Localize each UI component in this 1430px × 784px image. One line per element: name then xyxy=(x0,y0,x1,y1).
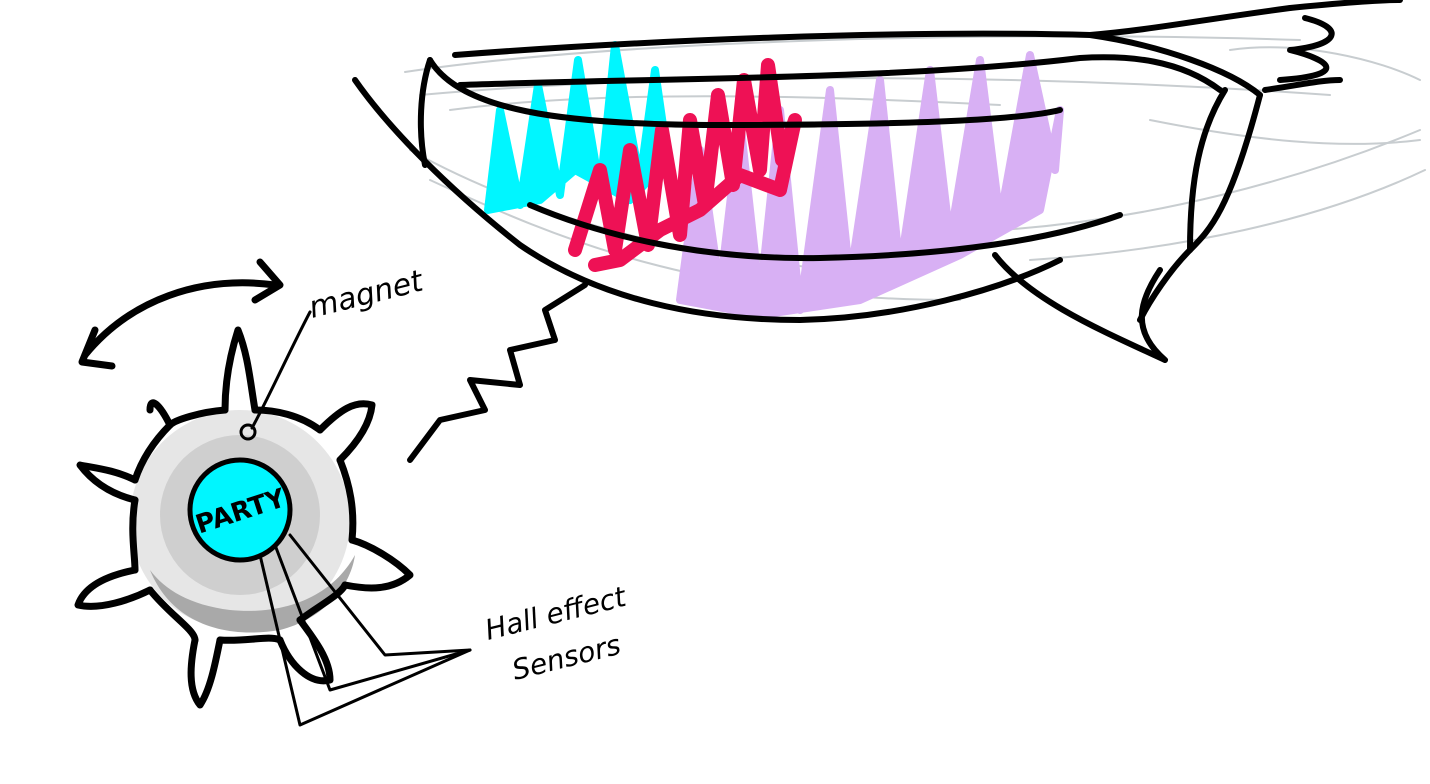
blimp xyxy=(352,0,1426,363)
double-headed-curved-arrow-icon xyxy=(78,258,284,370)
magnet-label: magnet xyxy=(305,263,427,325)
callout-lines xyxy=(250,310,472,727)
red-scribble xyxy=(568,58,802,272)
lightning-bolt-icon xyxy=(407,282,588,463)
party-button[interactable] xyxy=(187,457,293,563)
spiky-knob-icon: PARTY xyxy=(74,326,414,709)
blimp-outline xyxy=(352,0,1403,363)
magnet-marker xyxy=(239,423,257,441)
